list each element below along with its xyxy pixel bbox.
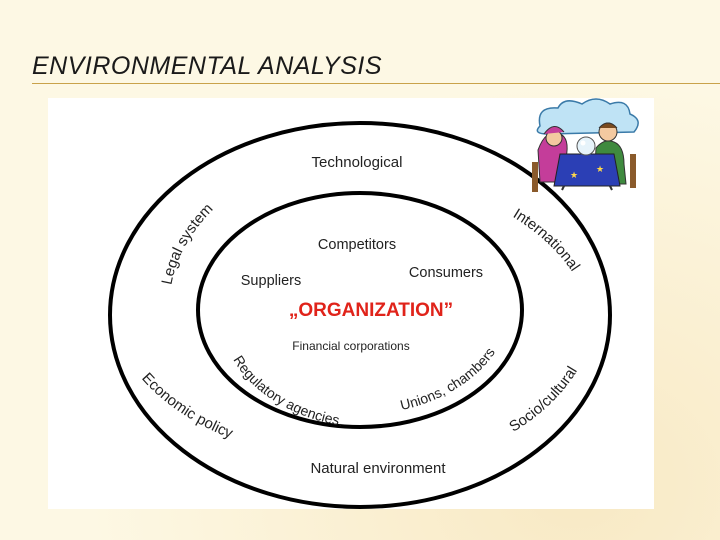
inner-ring [196,191,524,429]
economic-policy-text: Economic policy [138,370,235,443]
outer-ring [108,121,612,509]
socio-cultural-label: Socio/cultural [506,363,581,435]
consumers-label: Consumers [409,265,483,281]
regulatory-agencies-label: Regulatory agencies. [230,352,344,428]
slide-title: ENVIRONMENTAL ANALYSIS [32,52,383,80]
organization-label: „ORGANIZATION” [289,300,453,321]
environment-diagram: Technological Natural environment Legal … [108,98,639,509]
financial-corporations-label: Financial corporations [292,339,409,353]
svg-text:★: ★ [596,165,604,175]
unions-chambers-text: Unions, chambers [398,344,497,413]
svg-text:★: ★ [570,171,578,181]
economic-policy-label: Economic policy [138,370,235,443]
technological-label: Technological [312,154,403,171]
suppliers-label: Suppliers [241,273,301,289]
unions-chambers-label: Unions, chambers [398,344,497,413]
competitors-label: Competitors [318,237,396,253]
diagram-frame: Technological Natural environment Legal … [48,98,654,509]
socio-cultural-text: Socio/cultural [506,363,581,435]
title-underline [32,83,720,84]
fortune-teller-crystal-ball-icon: ★ ★ [532,98,639,192]
natural-environment-label: Natural environment [310,460,446,477]
regulatory-agencies-text: Regulatory agencies. [230,352,344,428]
